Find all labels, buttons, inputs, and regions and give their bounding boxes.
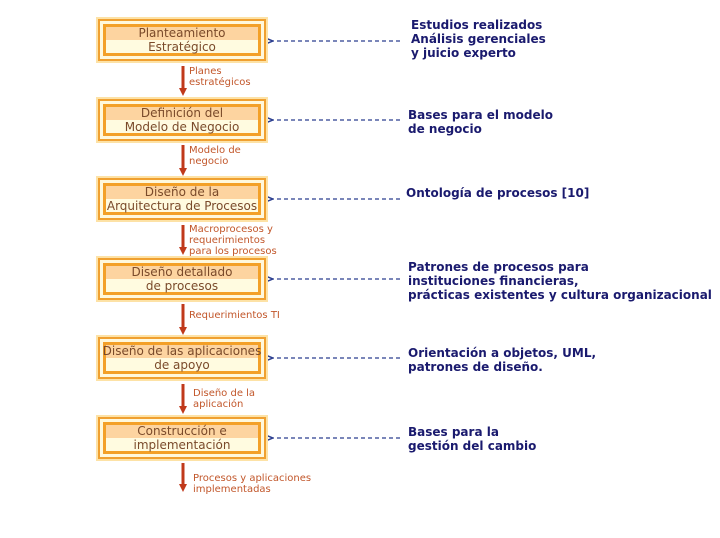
step-label-line1: Planteamiento [138,26,226,40]
step-label-line2: de apoyo [154,358,210,372]
flow-label-line: Macroprocesos y [189,224,273,235]
input-note-5: Orientación a objetos, UML, patrones de … [408,346,596,374]
note-line: gestión del cambio [408,439,537,453]
input-note-4: Patrones de procesos para instituciones … [408,260,712,302]
flow-label-line: Diseño de la [193,388,256,399]
flow-label-2: Modelo de negocio [189,145,241,167]
input-note-1: Estudios realizados Análisis gerenciales… [411,18,546,60]
step-label-line1: Diseño detallado [131,265,233,279]
flow-label-5: Diseño de la aplicación [193,388,255,410]
step-construccion: Construcción e implementación [98,417,266,459]
input-note-2: Bases para el modelo de negocio [408,108,553,136]
step-label-line1: Diseño de la [144,185,220,199]
flow-label-4: Requerimientos TI [189,310,280,321]
note-line: Bases para el modelo [408,108,553,122]
note-line: de negocio [408,122,482,136]
note-line: Análisis gerenciales [411,32,546,46]
step-label-line1: Construcción e [137,424,227,438]
flow-label-line: estratégicos [189,77,251,88]
note-line: Estudios realizados [411,18,543,32]
step-arquitectura: Diseño de la Arquitectura de Procesos [98,178,266,220]
step-definicion: Definición del Modelo de Negocio [98,99,266,141]
flow-label-line: Requerimientos TI [189,310,280,321]
flow-label-1: Planes estratégicos [189,66,251,88]
note-line: prácticas existentes y cultura organizac… [408,288,712,302]
step-label-line2: Modelo de Negocio [124,120,240,134]
note-line: Orientación a objetos, UML, [408,346,597,360]
flow-label-line: Modelo de [189,145,241,156]
note-line: instituciones financieras, [408,274,579,288]
flow-label-line: implementadas [193,484,271,495]
step-label-line2: Arquitectura de Procesos [106,199,258,213]
step-label-line2: Estratégico [148,40,216,54]
note-line: Patrones de procesos para [408,260,589,274]
step-aplicaciones: Diseño de las aplicaciones de apoyo [98,337,266,379]
flow-label-line: para los procesos [189,246,277,257]
note-line: Bases para la [408,425,499,439]
step-label-line1: Diseño de las aplicaciones [102,344,262,358]
flow-label-3: Macroprocesos y requerimientos para los … [189,224,277,257]
flow-label-line: aplicación [193,399,244,410]
note-line: Ontología de procesos [10] [406,186,590,200]
flow-label-line: Procesos y aplicaciones [193,473,312,484]
note-line: y juicio experto [411,46,516,60]
note-line: patrones de diseño. [408,360,543,374]
flow-label-line: Planes [189,66,222,77]
input-note-3: Ontología de procesos [10] [406,186,589,200]
flow-label-6: Procesos y aplicaciones implementadas [193,473,311,495]
input-note-6: Bases para la gestión del cambio [408,425,536,453]
step-label-line2: de procesos [145,279,219,293]
step-diseno-detallado: Diseño detallado de procesos [98,258,266,300]
step-planteamiento: Planteamiento Estratégico [98,19,266,61]
flow-label-line: requerimientos [189,235,266,246]
flow-label-line: negocio [189,156,229,167]
step-label-line2: implementación [133,438,231,452]
step-label-line1: Definición del [140,106,224,120]
